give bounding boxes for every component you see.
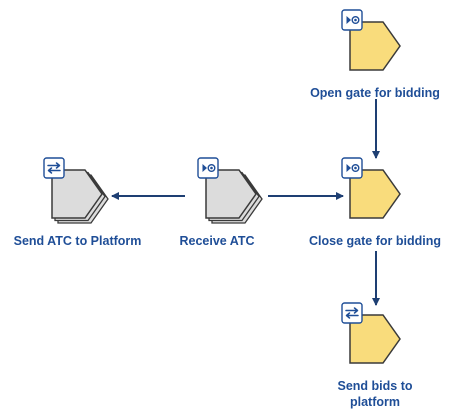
label-close-gate: Close gate for bidding <box>309 234 441 248</box>
task-shape <box>349 314 401 364</box>
trigger-icon <box>341 9 363 31</box>
task-node-close-gate[interactable] <box>341 157 401 219</box>
trigger-icon <box>341 157 363 179</box>
task-shape <box>349 21 401 71</box>
label-send-atc: Send ATC to Platform <box>13 234 142 248</box>
task-node-send-bids[interactable] <box>341 302 401 364</box>
task-node-open-gate[interactable] <box>341 9 401 71</box>
task-shape <box>205 169 257 219</box>
exchange-icon <box>341 302 363 324</box>
trigger-icon <box>197 157 219 179</box>
label-open-gate: Open gate for bidding <box>310 86 440 100</box>
task-shape <box>51 169 103 219</box>
exchange-icon <box>43 157 65 179</box>
label-send-bids: Send bids to platform <box>337 379 413 409</box>
task-shape <box>349 169 401 219</box>
label-receive-atc: Receive ATC <box>179 234 255 248</box>
task-node-receive-atc[interactable] <box>197 157 263 224</box>
task-node-send-atc[interactable] <box>43 157 109 224</box>
